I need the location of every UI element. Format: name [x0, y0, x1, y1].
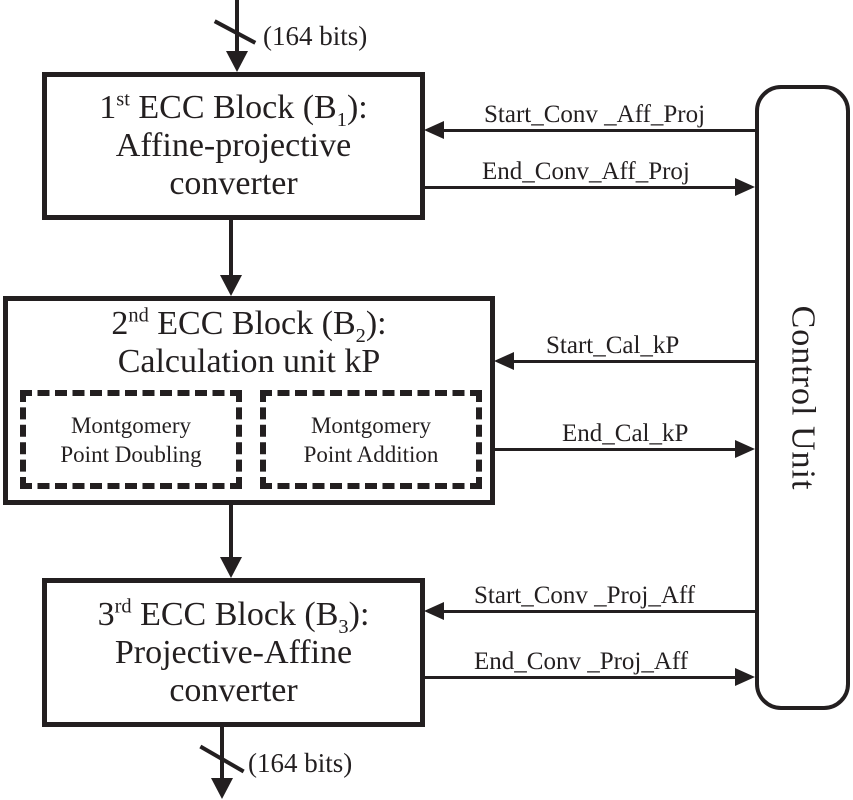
signal-label-end-cal-kp: End_Cal_kP: [562, 420, 689, 447]
ecc-block-1-title: 1st ECC Block (B1):: [99, 88, 368, 130]
signal-line-end-conv-proj-aff: [425, 676, 737, 679]
block-1-title-sub: 1: [336, 108, 347, 131]
ecc-block-3-line3: converter: [169, 671, 298, 709]
input-bus-line: [235, 0, 239, 53]
ecc-block-1-line2: Affine-projective: [115, 127, 352, 164]
block-3-ordinal: 3: [97, 595, 115, 633]
block-1-ordinal-suffix: st: [116, 88, 130, 111]
signal-line-start-conv-proj-aff: [442, 610, 755, 613]
output-bus-line: [220, 727, 224, 779]
input-bus-arrowhead-icon: [226, 51, 248, 72]
control-unit-label: Control Unit: [784, 305, 822, 490]
start-conv-aff-proj-arrowhead-icon: [424, 121, 444, 139]
block-3-title-mid: ECC Block (B: [131, 595, 339, 633]
block-1-title-tail: ):: [346, 89, 368, 126]
output-bus-arrowhead-icon: [211, 778, 233, 799]
block-2-title-tail: ):: [365, 305, 387, 342]
end-cal-kp-arrowhead-icon: [735, 440, 755, 458]
signal-label-end-conv-aff-proj: End_Conv_Aff_Proj: [482, 158, 690, 185]
block-1-title-mid: ECC Block (B: [129, 89, 337, 126]
signal-label-end-conv-proj-aff: End_Conv _Proj_Aff: [474, 648, 689, 675]
block-2-ordinal: 2: [111, 305, 129, 342]
signal-line-end-conv-aff-proj: [425, 186, 737, 189]
block-2-title-mid: ECC Block (B: [148, 305, 356, 342]
ecc-block-2-line2: Calculation unit kP: [117, 343, 381, 380]
point-addition-line1: Montgomery: [310, 412, 432, 438]
block-3-title-sub: 3: [338, 615, 349, 638]
b2-to-b3-arrowhead-icon: [220, 557, 242, 578]
bus-width-label-top: (164 bits): [263, 21, 368, 51]
block-1-ordinal: 1: [99, 89, 117, 126]
signal-label-start-cal-kp: Start_Cal_kP: [546, 332, 680, 359]
ecc-block-3: 3rd ECC Block (B3): Projective-Affine co…: [42, 578, 425, 727]
b1-to-b2-line: [229, 220, 233, 277]
block-3-ordinal-suffix: rd: [114, 595, 132, 618]
signal-label-start-conv-aff-proj: Start_Conv _Aff_Proj: [484, 101, 706, 128]
control-unit: Control Unit: [755, 85, 850, 710]
ecc-block-2-title: 2nd ECC Block (B2):: [8, 304, 490, 346]
bus-width-label-bottom: (164 bits): [248, 748, 353, 778]
signal-label-start-conv-proj-aff: Start_Conv _Proj_Aff: [474, 582, 696, 609]
ecc-block-3-line2: Projective-Affine: [114, 633, 353, 671]
signal-line-end-cal-kp: [495, 448, 737, 451]
ecc-block-1: 1st ECC Block (B1): Affine-projective co…: [42, 72, 425, 220]
ecc-block-2-title-area: 2nd ECC Block (B2): Calculation unit kP: [8, 305, 490, 381]
block-2-ordinal-suffix: nd: [128, 304, 149, 327]
start-conv-proj-aff-arrowhead-icon: [424, 602, 444, 620]
block-3-title-tail: ):: [348, 595, 370, 633]
b1-to-b2-arrowhead-icon: [220, 275, 242, 296]
ecc-block-1-line3: converter: [169, 165, 298, 202]
point-doubling-line2: Point Doubling: [60, 441, 202, 467]
montgomery-point-addition-box: Montgomery Point Addition: [260, 390, 482, 489]
signal-line-start-conv-aff-proj: [442, 129, 755, 132]
b2-to-b3-line: [229, 505, 233, 558]
end-conv-aff-proj-arrowhead-icon: [735, 178, 755, 196]
point-doubling-line1: Montgomery: [70, 412, 192, 438]
point-addition-line2: Point Addition: [303, 441, 439, 467]
signal-line-start-cal-kp: [512, 360, 755, 363]
end-conv-proj-aff-arrowhead-icon: [735, 668, 755, 686]
ecc-block-3-title: 3rd ECC Block (B3):: [97, 595, 370, 638]
start-cal-kp-arrowhead-icon: [494, 352, 514, 370]
block-2-title-sub: 2: [355, 324, 366, 347]
montgomery-point-doubling-box: Montgomery Point Doubling: [20, 390, 242, 489]
